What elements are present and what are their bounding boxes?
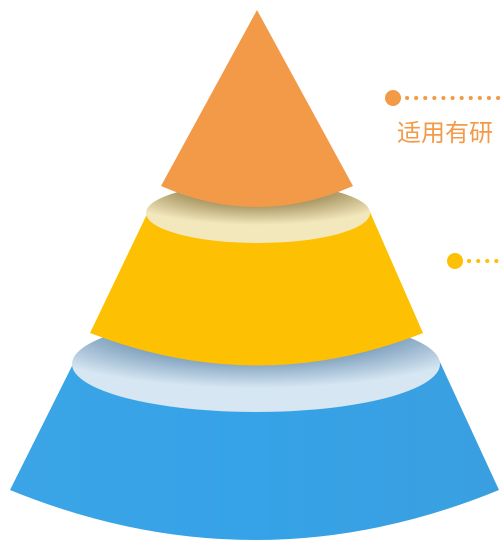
middle-tier [90, 183, 423, 366]
top-tier [161, 10, 353, 207]
callout-top-connector [385, 90, 501, 106]
middle-tier-body [90, 212, 423, 366]
callout-top-label: 适用有研 [397, 119, 493, 147]
top-tier-cone [161, 10, 353, 207]
callout-middle-marker [447, 253, 463, 269]
callout-top-marker [385, 90, 401, 106]
bottom-tier-body [10, 360, 499, 540]
callout-middle-connector [447, 253, 501, 269]
